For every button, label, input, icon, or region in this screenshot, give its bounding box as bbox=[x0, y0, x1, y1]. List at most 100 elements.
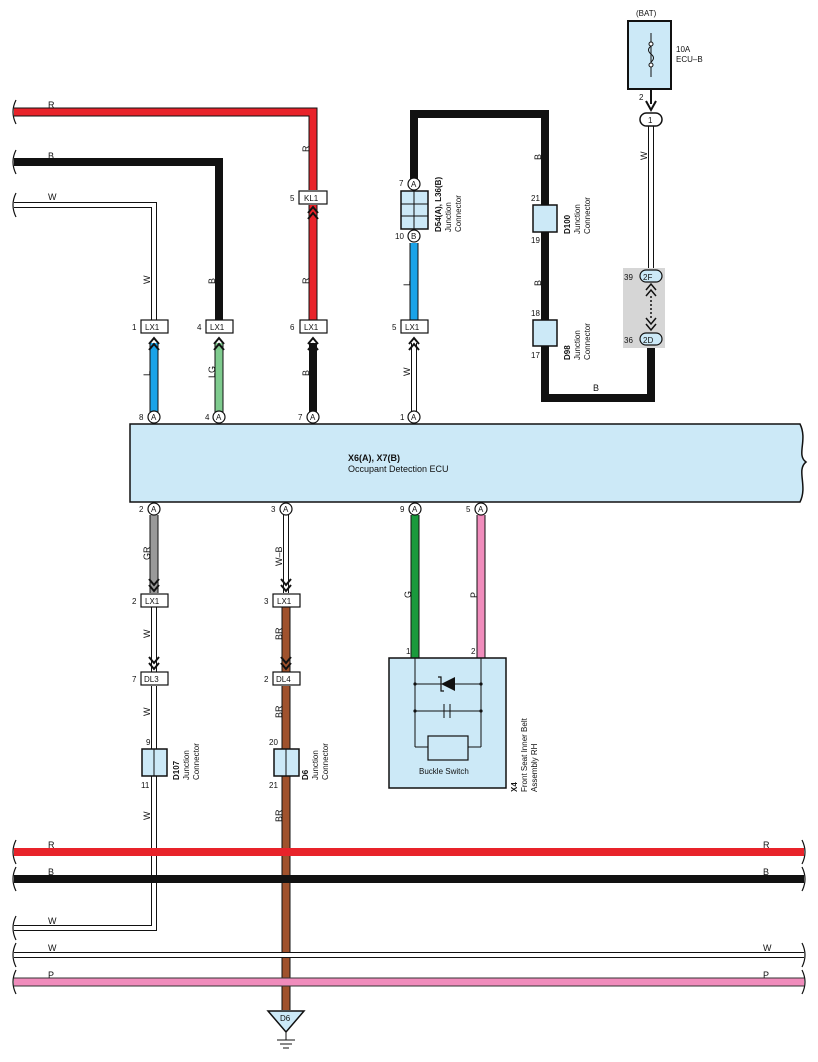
lx1-pin-1: 1 bbox=[132, 323, 137, 332]
d107-junction-label: Junction bbox=[182, 750, 191, 780]
wire-label-b-d100: B bbox=[533, 154, 543, 160]
d98-pin-17: 17 bbox=[531, 351, 540, 360]
svg-text:A: A bbox=[283, 505, 289, 514]
wire-label-br-3: BR bbox=[274, 809, 284, 822]
d6-pin-20: 20 bbox=[269, 738, 278, 747]
svg-text:A: A bbox=[412, 505, 418, 514]
svg-text:A: A bbox=[151, 413, 157, 422]
connector-dl4: DL4 2 bbox=[264, 656, 301, 686]
tag-pin-1: 1 bbox=[648, 116, 653, 125]
pin-39: 39 bbox=[624, 273, 633, 282]
ecu-pin-1: 1 bbox=[400, 413, 405, 422]
junction-d107: 9 11 D107 Junction Connector bbox=[141, 738, 201, 790]
fuse-name-label: ECU–B bbox=[676, 55, 703, 64]
tag-2f: 2F bbox=[643, 273, 652, 282]
dl3-label: DL3 bbox=[144, 675, 159, 684]
d98-junction-label: Junction bbox=[573, 330, 582, 360]
fuse-pin-2: 2 bbox=[639, 93, 644, 102]
ecu-pins-upper: A 8 A 4 A 7 A 1 bbox=[139, 410, 421, 424]
ecu-id-label: X6(A), X7(B) bbox=[348, 453, 400, 463]
d54-pin-7: 7 bbox=[399, 179, 404, 188]
wire-label-l-d54: L bbox=[402, 281, 412, 286]
ecu-pin-7: 7 bbox=[298, 413, 303, 422]
wire-label-br-1: BR bbox=[274, 627, 284, 640]
lx1-label-4: LX1 bbox=[210, 323, 225, 332]
wire-label-w-2: W bbox=[142, 707, 152, 716]
lx1-label-1: LX1 bbox=[145, 323, 160, 332]
wire-label-wb: W–B bbox=[274, 546, 284, 566]
x4-pin-2: 2 bbox=[471, 647, 476, 656]
kl1-label: KL1 bbox=[304, 194, 319, 203]
d98-pin-18: 18 bbox=[531, 309, 540, 318]
wire-label-r-bot-left: R bbox=[48, 840, 55, 850]
ecu-pin-9: 9 bbox=[400, 505, 405, 514]
d54-junction-label: Junction bbox=[444, 202, 453, 232]
wire-label-p: P bbox=[469, 592, 479, 598]
power-source-label: (BAT) bbox=[636, 9, 657, 18]
d54-tag-a: A bbox=[411, 180, 417, 189]
junction-d54-l36: A 7 B 10 D54(A), L36(B) Junction Connect… bbox=[395, 177, 463, 243]
wire-label-br-2: BR bbox=[274, 705, 284, 718]
d98-id-label: D98 bbox=[563, 345, 572, 360]
connector-kl1: KL1 5 bbox=[290, 190, 328, 220]
wire-label-l: L bbox=[142, 371, 152, 376]
junction-2f-2d: 2F 39 2D 36 bbox=[623, 268, 665, 348]
d107-id-label: D107 bbox=[172, 760, 181, 780]
wire-b-top bbox=[14, 158, 223, 323]
wire-label-w-top: W bbox=[48, 192, 57, 202]
wire-label-w-bot-right: W bbox=[763, 943, 772, 953]
d6-junction-label: Junction bbox=[311, 750, 320, 780]
lx1-label-2: LX1 bbox=[145, 597, 160, 606]
tag-2d: 2D bbox=[643, 336, 653, 345]
dl4-label: DL4 bbox=[276, 675, 291, 684]
d100-junction-label: Junction bbox=[573, 204, 582, 234]
connector-dl3: DL3 7 bbox=[132, 656, 169, 686]
wire-w-d107-down bbox=[14, 776, 157, 931]
wire-label-b-lx1: B bbox=[207, 278, 217, 284]
svg-text:A: A bbox=[216, 413, 222, 422]
wire-label-r-lx1: R bbox=[301, 277, 311, 284]
x4-name-line1: Front Seat Inner Belt bbox=[520, 717, 529, 792]
ecu-name-label: Occupant Detection ECU bbox=[348, 464, 449, 474]
ground-d6: D6 bbox=[266, 1010, 306, 1049]
wire-label-p-bot-right: P bbox=[763, 970, 769, 980]
lx1-label-3: LX1 bbox=[277, 597, 292, 606]
svg-text:A: A bbox=[478, 505, 484, 514]
wire-label-b-top: B bbox=[48, 151, 54, 161]
ecu-pin-2: 2 bbox=[139, 505, 144, 514]
wire-break-marks-left bbox=[12, 99, 17, 995]
svg-text:A: A bbox=[151, 505, 157, 514]
lx1-pin-4: 4 bbox=[197, 323, 202, 332]
wire-label-b-bot-right: B bbox=[763, 867, 769, 877]
lx1-label-5: LX1 bbox=[405, 323, 420, 332]
pin-36: 36 bbox=[624, 336, 633, 345]
wire-label-w-1: W bbox=[142, 629, 152, 638]
ecu-pin-3: 3 bbox=[271, 505, 276, 514]
d100-connector-label: Connector bbox=[583, 197, 592, 234]
connector-lx1-lower: LX1 2 LX1 3 bbox=[132, 578, 301, 608]
wire-b-d98 bbox=[541, 345, 655, 402]
ecu-box: X6(A), X7(B) Occupant Detection ECU bbox=[129, 423, 808, 503]
d6-id-label: D6 bbox=[301, 769, 310, 780]
x4-pin-1: 1 bbox=[406, 647, 411, 656]
dl4-pin-2: 2 bbox=[264, 675, 269, 684]
lx1-pin-6: 6 bbox=[290, 323, 295, 332]
wire-label-b-bot-left: B bbox=[48, 867, 54, 877]
wire-label-g: G bbox=[403, 591, 413, 598]
connector-lx1-upper: LX1 1 LX1 4 LX1 6 LX1 5 bbox=[132, 319, 429, 351]
wire-label-r-kl1: R bbox=[301, 145, 311, 152]
component-x4: 1 2 Buckle Switch X4 Front Seat Inner Be… bbox=[388, 647, 539, 792]
lx1-pin-3: 3 bbox=[264, 597, 269, 606]
svg-text:A: A bbox=[411, 413, 417, 422]
wire-label-r-bot-right: R bbox=[763, 840, 770, 850]
wire-label-gr: GR bbox=[142, 546, 152, 560]
d100-id-label: D100 bbox=[563, 214, 572, 234]
d100-pin-21: 21 bbox=[531, 194, 540, 203]
wire-label-w-lx1: W bbox=[142, 275, 152, 284]
d98-connector-label: Connector bbox=[583, 323, 592, 360]
wire-label-w-bot-1: W bbox=[48, 916, 57, 926]
wire-label-b-d98: B bbox=[533, 280, 543, 286]
wire-w-top bbox=[14, 202, 157, 323]
wire-label-w-power: W bbox=[639, 151, 649, 160]
